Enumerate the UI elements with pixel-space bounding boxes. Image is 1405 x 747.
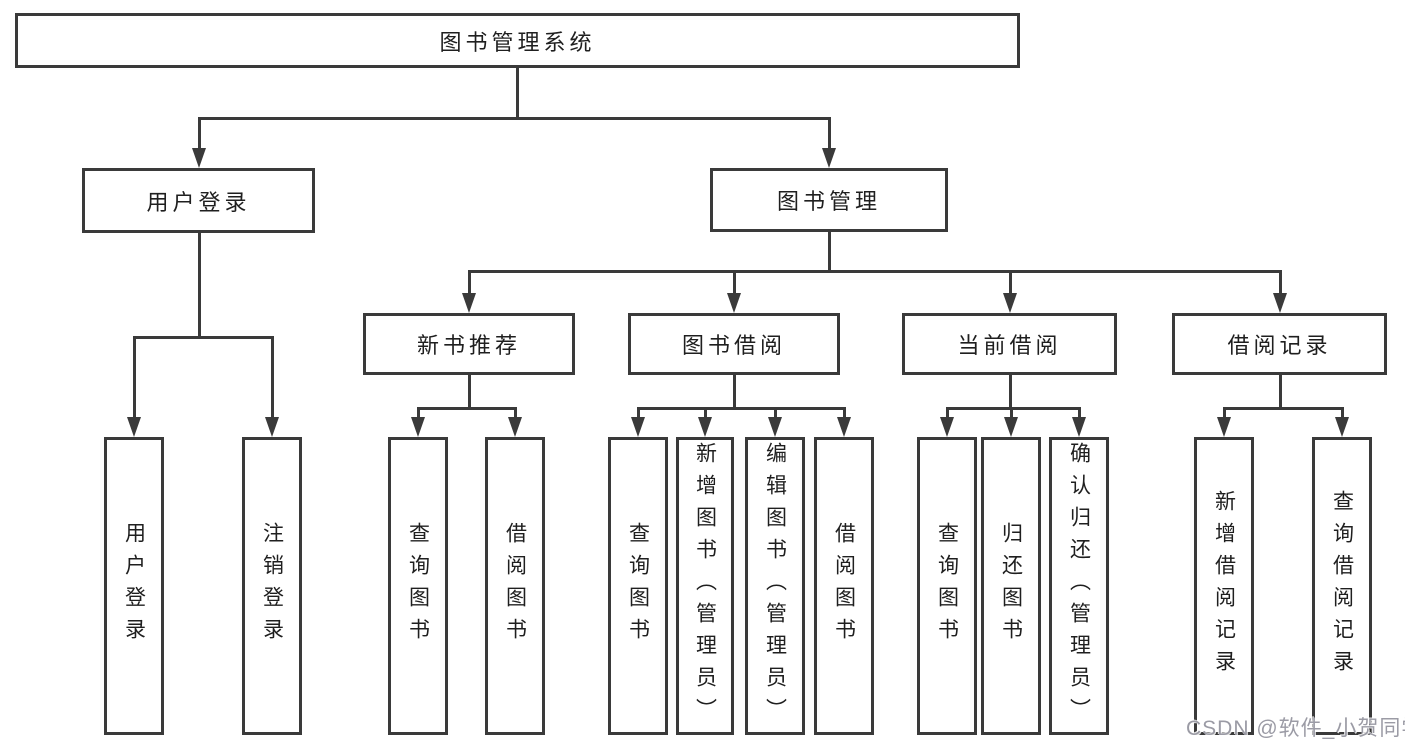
arrow-down-icon: [726, 293, 741, 313]
node-label-return-books: 归还图书: [999, 522, 1023, 650]
node-borrow-books-recommend: 借阅图书: [485, 437, 545, 735]
connector-line: [1222, 408, 1226, 419]
connector-line: [827, 232, 831, 271]
node-book-management: 图书管理: [710, 168, 948, 232]
node-label-add-borrowing-record: 新增借阅记录: [1212, 490, 1236, 682]
node-borrow-books-borrowing: 借阅图书: [814, 437, 874, 735]
node-label-borrowing-records: 借阅记录: [1227, 333, 1332, 358]
connector-line: [732, 271, 736, 295]
node-label-add-books-admin: 新增图书（管理员）: [693, 442, 717, 730]
node-edit-books-admin: 编辑图书（管理员）: [745, 437, 805, 735]
arrow-down-icon: [264, 417, 279, 437]
connector-line: [636, 408, 640, 419]
connector-line: [827, 118, 831, 150]
connector-line: [1008, 271, 1012, 295]
connector-line: [467, 271, 471, 295]
arrow-down-icon: [507, 417, 522, 437]
connector-line: [270, 337, 274, 419]
node-library-management-system: 图书管理系统: [15, 13, 1020, 68]
arrow-down-icon: [191, 148, 206, 168]
arrow-down-icon: [1003, 417, 1018, 437]
node-label-confirm-return-admin: 确认归还（管理员）: [1067, 442, 1091, 730]
connector-line: [773, 408, 777, 419]
connector-line: [197, 116, 831, 120]
arrow-down-icon: [939, 417, 954, 437]
connector-line: [842, 408, 846, 419]
node-query-books-current: 查询图书: [917, 437, 977, 735]
connector-line: [513, 408, 517, 419]
node-label-borrow-books-borrowing: 借阅图书: [832, 522, 856, 650]
node-borrowing-records: 借阅记录: [1172, 313, 1387, 375]
node-label-new-book-recommendation: 新书推荐: [416, 333, 521, 358]
node-user-login-leaf: 用户登录: [104, 437, 164, 735]
connector-line: [132, 337, 136, 419]
connector-line: [197, 118, 201, 150]
connector-line: [1009, 408, 1013, 419]
connector-line: [416, 406, 517, 410]
connector-line: [467, 375, 471, 408]
arrow-down-icon: [1071, 417, 1086, 437]
node-label-book-borrowing: 图书借阅: [681, 333, 786, 358]
connector-line: [132, 335, 274, 339]
node-return-books: 归还图书: [981, 437, 1041, 735]
connector-line: [1278, 375, 1282, 408]
node-label-book-management: 图书管理: [776, 189, 881, 214]
arrow-down-icon: [767, 417, 782, 437]
connector-line: [945, 408, 949, 419]
node-label-user-login: 用户登录: [146, 189, 251, 215]
connector-line: [1222, 406, 1344, 410]
node-label-query-borrowing-record: 查询借阅记录: [1330, 490, 1354, 682]
node-label-edit-books-admin: 编辑图书（管理员）: [763, 442, 787, 730]
connector-line: [636, 406, 846, 410]
arrow-down-icon: [126, 417, 141, 437]
node-query-books-recommend: 查询图书: [388, 437, 448, 735]
connector-line: [197, 233, 201, 337]
arrow-down-icon: [410, 417, 425, 437]
connector-line: [945, 406, 1081, 410]
node-confirm-return-admin: 确认归还（管理员）: [1049, 437, 1109, 735]
csdn-watermark: CSDN @软件_小贺同学: [1186, 717, 1405, 740]
arrow-down-icon: [697, 417, 712, 437]
arrow-down-icon: [1334, 417, 1349, 437]
node-label-library-management-system: 图书管理系统: [439, 29, 596, 55]
arrow-down-icon: [821, 148, 836, 168]
node-label-query-books-current: 查询图书: [935, 522, 959, 650]
connector-line: [416, 408, 420, 419]
connector-line: [732, 375, 736, 408]
node-query-books-borrowing: 查询图书: [608, 437, 668, 735]
connector-line: [1340, 408, 1344, 419]
connector-line: [1077, 408, 1081, 419]
node-user-login: 用户登录: [82, 168, 315, 233]
node-label-logout-leaf: 注销登录: [260, 522, 284, 650]
arrow-down-icon: [630, 417, 645, 437]
node-label-query-books-borrowing: 查询图书: [626, 522, 650, 650]
node-logout-leaf: 注销登录: [242, 437, 302, 735]
node-query-borrowing-record: 查询借阅记录: [1312, 437, 1372, 735]
connector-line: [1278, 271, 1282, 295]
connector-line: [515, 68, 519, 118]
arrow-down-icon: [461, 293, 476, 313]
node-label-user-login-leaf: 用户登录: [122, 522, 146, 650]
arrow-down-icon: [1002, 293, 1017, 313]
connector-line: [1008, 375, 1012, 408]
node-label-current-borrowing: 当前借阅: [957, 333, 1062, 358]
arrow-down-icon: [1216, 417, 1231, 437]
connector-line: [703, 408, 707, 419]
node-add-borrowing-record: 新增借阅记录: [1194, 437, 1254, 735]
node-label-query-books-recommend: 查询图书: [406, 522, 430, 650]
node-new-book-recommendation: 新书推荐: [363, 313, 575, 375]
node-book-borrowing: 图书借阅: [628, 313, 840, 375]
arrow-down-icon: [1272, 293, 1287, 313]
arrow-down-icon: [836, 417, 851, 437]
node-add-books-admin: 新增图书（管理员）: [676, 437, 734, 735]
node-current-borrowing: 当前借阅: [902, 313, 1117, 375]
node-label-borrow-books-recommend: 借阅图书: [503, 522, 527, 650]
connector-line: [467, 269, 1282, 273]
